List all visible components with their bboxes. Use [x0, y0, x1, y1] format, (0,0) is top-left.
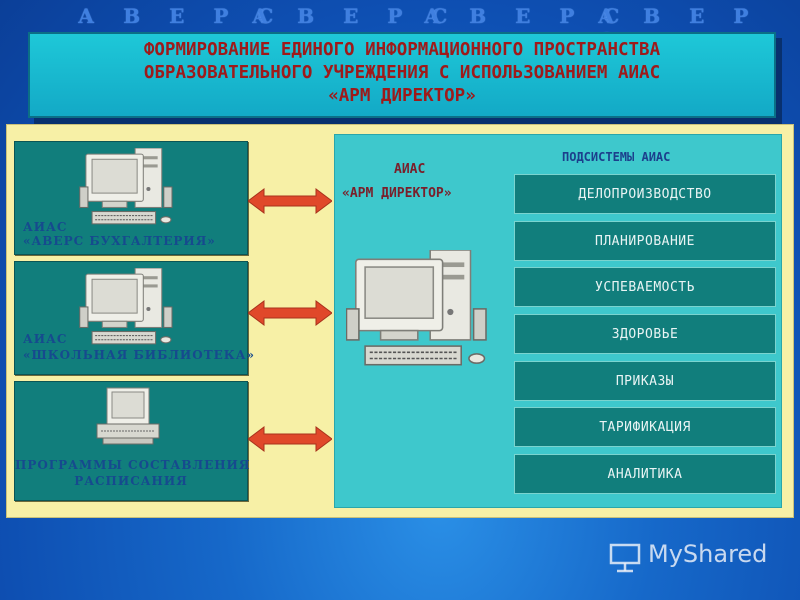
- brand-strip: А В Е Р С А В Е Р С А В Е Р С А В Е Р С: [0, 4, 800, 30]
- subsystem-button[interactable]: ТАРИФИКАЦИЯ: [514, 407, 776, 447]
- double-arrow-icon: [248, 188, 332, 214]
- watermark-logo: MyShared: [608, 536, 788, 576]
- computer-icon: [346, 250, 502, 374]
- printer-computer-icon: [93, 386, 163, 452]
- system-label: АИАС: [23, 220, 67, 234]
- double-arrow-icon: [248, 300, 332, 326]
- presentation-board-icon: [608, 540, 642, 574]
- system-box-accounting[interactable]: АИАС «АВЕРС БУХГАЛТЕРИЯ»: [14, 141, 248, 255]
- subsystem-button[interactable]: ЗДОРОВЬЕ: [514, 314, 776, 354]
- system-label: «ШКОЛЬНАЯ БИБЛИОТЕКА»: [23, 348, 255, 362]
- subsystem-button[interactable]: АНАЛИТИКА: [514, 454, 776, 494]
- title-box: ФОРМИРОВАНИЕ ЕДИНОГО ИНФОРМАЦИОННОГО ПРО…: [28, 32, 776, 118]
- watermark-text: MyShared: [648, 540, 767, 568]
- computer-icon: [71, 268, 191, 350]
- title-line: ФОРМИРОВАНИЕ ЕДИНОГО ИНФОРМАЦИОННОГО ПРО…: [30, 39, 774, 62]
- system-box-library[interactable]: АИАС «ШКОЛЬНАЯ БИБЛИОТЕКА»: [14, 261, 248, 375]
- computer-icon: [71, 148, 191, 230]
- double-arrow-icon: [248, 426, 332, 452]
- system-label: АИАС: [23, 332, 67, 346]
- title-line: «АРМ ДИРЕКТОР»: [30, 85, 774, 108]
- system-label: РАСПИСАНИЯ: [15, 474, 247, 488]
- center-system-label: АИАС: [394, 162, 425, 177]
- subsystem-button[interactable]: ПЛАНИРОВАНИЕ: [514, 221, 776, 261]
- center-system-label: «АРМ ДИРЕКТОР»: [342, 186, 452, 201]
- subsystem-button[interactable]: ДЕЛОПРОИЗВОДСТВО: [514, 174, 776, 214]
- system-box-schedule[interactable]: ПРОГРАММЫ СОСТАВЛЕНИЯ РАСПИСАНИЯ: [14, 381, 248, 501]
- system-label: ПРОГРАММЫ СОСТАВЛЕНИЯ: [15, 458, 247, 472]
- subsystem-button[interactable]: УСПЕВАЕМОСТЬ: [514, 267, 776, 307]
- subsystem-button[interactable]: ПРИКАЗЫ: [514, 361, 776, 401]
- system-label: «АВЕРС БУХГАЛТЕРИЯ»: [23, 234, 216, 248]
- subsystems-title: ПОДСИСТЕМЫ АИАС: [562, 150, 670, 164]
- title-line: ОБРАЗОВАТЕЛЬНОГО УЧРЕЖДЕНИЯ С ИСПОЛЬЗОВА…: [30, 62, 774, 85]
